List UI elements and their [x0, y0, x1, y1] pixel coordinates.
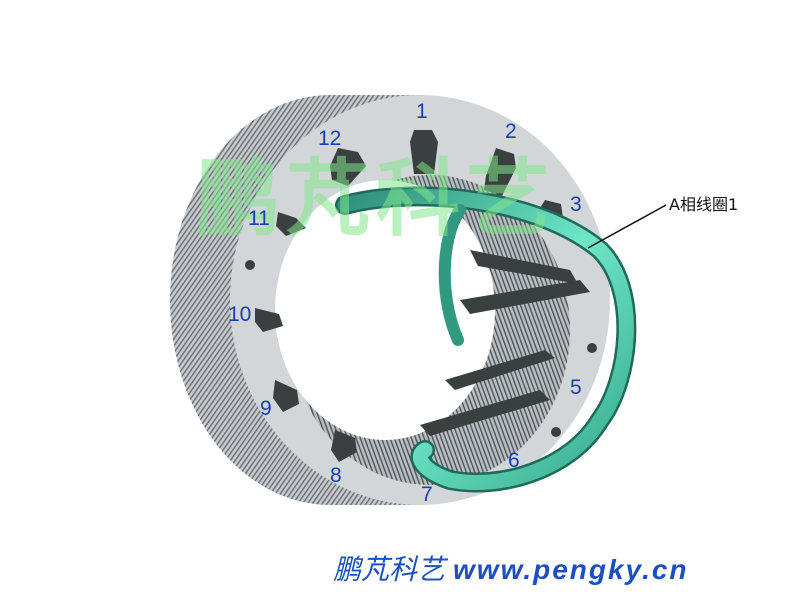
- slot-label-8: 8: [330, 464, 342, 487]
- phase-a-coil: [335, 186, 637, 493]
- slot-label-3: 3: [570, 193, 582, 216]
- slot-label-12: 12: [318, 127, 342, 150]
- slot-label-1: 1: [416, 100, 428, 123]
- coil-callout-label: A相线圈1: [669, 195, 739, 214]
- slot-label-11: 11: [248, 207, 270, 230]
- slot-label-5: 5: [570, 376, 582, 399]
- slot-label-6: 6: [508, 449, 520, 472]
- footer-brand-name: 鹏芃科艺: [333, 553, 446, 586]
- callout-leader-line: [587, 204, 667, 249]
- footer-url: www.pengky.cn: [453, 554, 689, 585]
- slot-label-2: 2: [505, 120, 517, 143]
- stator-rivet-holes: [245, 260, 597, 437]
- watermark-text: 鹏芃科艺: [196, 150, 557, 248]
- slot-label-10: 10: [228, 303, 252, 326]
- slot-label-9: 9: [260, 397, 272, 420]
- slot-label-7: 7: [421, 483, 433, 506]
- stator-slots: [255, 130, 590, 462]
